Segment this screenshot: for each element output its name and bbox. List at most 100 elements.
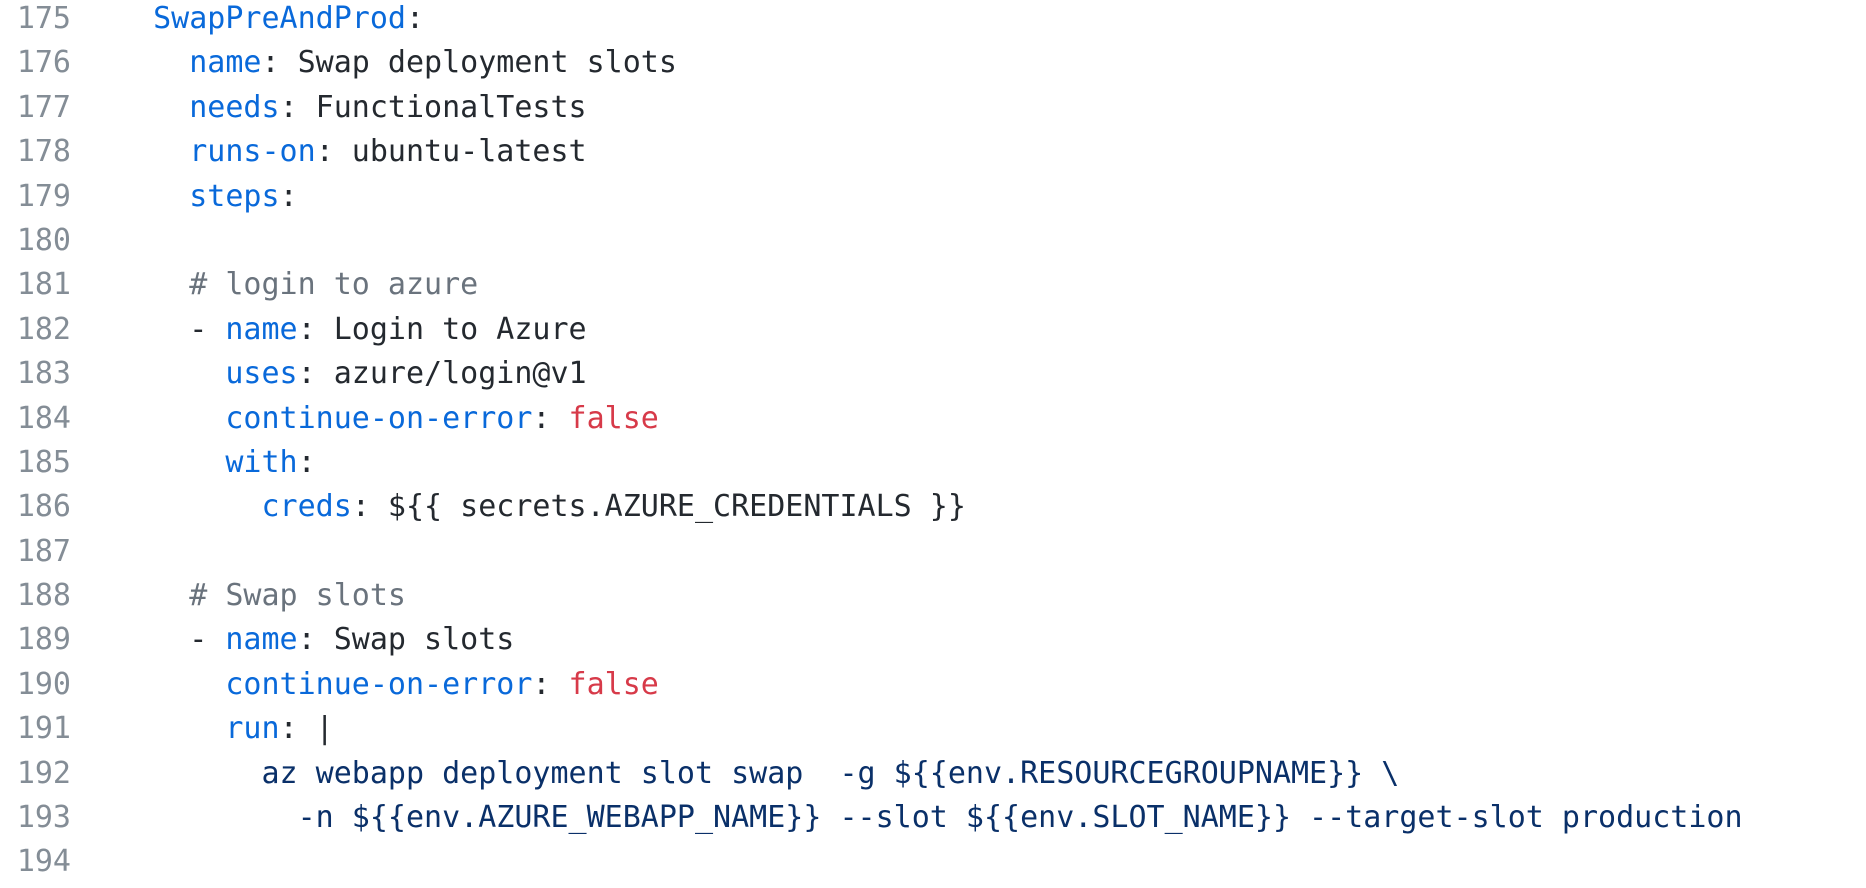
code-text: run: | [71, 707, 334, 751]
line-number[interactable]: 194 [16, 844, 71, 880]
code-line: 179 steps: [0, 175, 1866, 219]
token-plain: : FunctionalTests [279, 89, 587, 125]
code-line: 183 uses: azure/login@v1 [0, 352, 1866, 396]
code-text: SwapPreAndProd: [71, 0, 424, 41]
code-text [71, 219, 117, 263]
code-text: name: Swap deployment slots [71, 41, 677, 85]
line-number[interactable]: 189 [16, 622, 71, 658]
token-key: continue-on-error [225, 666, 533, 702]
token-plain: : azure/login@v1 [297, 356, 587, 392]
line-number[interactable]: 175 [16, 1, 71, 36]
line-number[interactable]: 193 [16, 800, 71, 836]
token-plain: : Swap deployment slots [261, 45, 677, 81]
token-plain [117, 667, 225, 702]
token-plain [117, 45, 189, 80]
line-number[interactable]: 179 [16, 178, 71, 214]
code-text: - name: Swap slots [71, 618, 514, 662]
token-key: creds [261, 489, 352, 525]
code-text: steps: [71, 175, 298, 219]
line-number[interactable]: 177 [16, 89, 71, 125]
token-plain [117, 445, 225, 480]
code-line: 184 continue-on-error: false [0, 397, 1866, 441]
line-number[interactable]: 192 [16, 755, 71, 791]
code-text: - name: Login to Azure [71, 308, 587, 352]
token-plain [117, 179, 189, 214]
code-line: 185 with: [0, 441, 1866, 485]
code-line: 187 [0, 530, 1866, 574]
code-text: continue-on-error: false [71, 663, 658, 707]
line-number[interactable]: 182 [16, 311, 71, 347]
code-line: 181 # login to azure [0, 263, 1866, 307]
token-shell: -n ${{env.AZURE_WEBAPP_NAME}} --slot ${{… [117, 800, 1743, 836]
token-plain: : [532, 400, 569, 436]
code-line: 192 az webapp deployment slot swap -g ${… [0, 752, 1866, 796]
line-number[interactable]: 186 [16, 489, 71, 525]
line-number[interactable]: 184 [16, 400, 71, 436]
code-line: 191 run: | [0, 707, 1866, 751]
token-plain: : Swap slots [297, 622, 515, 658]
token-plain [117, 711, 225, 746]
code-line: 180 [0, 219, 1866, 263]
token-plain: : Login to Azure [297, 311, 587, 347]
token-key: steps [189, 178, 280, 214]
token-key: run [225, 711, 280, 747]
token-key: name [225, 622, 298, 658]
line-number[interactable]: 190 [16, 666, 71, 702]
code-line: 175 SwapPreAndProd: [0, 0, 1866, 41]
line-number[interactable]: 188 [16, 578, 71, 614]
token-bool: false [568, 400, 659, 436]
token-plain [117, 1, 153, 36]
token-plain [117, 401, 225, 436]
token-key: name [225, 311, 298, 347]
line-number[interactable]: 180 [16, 222, 71, 258]
line-number[interactable]: 191 [16, 711, 71, 747]
token-key: needs [189, 89, 280, 125]
token-plain: : ${{ secrets.AZURE_CREDENTIALS }} [351, 489, 966, 525]
token-shell: az webapp deployment slot swap -g ${{env… [117, 755, 1400, 791]
code-text: runs-on: ubuntu-latest [71, 130, 587, 174]
token-plain: : | [279, 711, 334, 747]
line-number[interactable]: 183 [16, 356, 71, 392]
code-line: 177 needs: FunctionalTests [0, 86, 1866, 130]
token-key: with [225, 444, 298, 480]
code-line: 176 name: Swap deployment slots [0, 41, 1866, 85]
code-text: az webapp deployment slot swap -g ${{env… [71, 752, 1399, 796]
token-plain [117, 356, 225, 391]
code-line: 186 creds: ${{ secrets.AZURE_CREDENTIALS… [0, 485, 1866, 529]
code-text: with: [71, 441, 316, 485]
code-line: 193 -n ${{env.AZURE_WEBAPP_NAME}} --slot… [0, 796, 1866, 840]
line-number[interactable]: 185 [16, 444, 71, 480]
code-text: needs: FunctionalTests [71, 86, 587, 130]
line-number[interactable]: 176 [16, 45, 71, 81]
token-plain: : [279, 178, 298, 214]
token-key: SwapPreAndProd [153, 1, 406, 36]
token-plain [117, 90, 189, 125]
line-number[interactable]: 187 [16, 533, 71, 569]
code-line: 188 # Swap slots [0, 574, 1866, 618]
token-plain: - [117, 622, 226, 658]
code-text: creds: ${{ secrets.AZURE_CREDENTIALS }} [71, 485, 966, 529]
token-key: name [189, 45, 262, 81]
line-number[interactable]: 178 [16, 134, 71, 170]
line-number[interactable]: 181 [16, 267, 71, 303]
token-comment: # login to azure [117, 267, 479, 303]
code-line: 194 [0, 840, 1866, 884]
code-line: 178 runs-on: ubuntu-latest [0, 130, 1866, 174]
token-key: uses [225, 356, 298, 392]
token-comment: # Swap slots [117, 578, 406, 614]
code-text [71, 530, 117, 574]
token-plain: : [532, 666, 569, 702]
code-text: uses: azure/login@v1 [71, 352, 587, 396]
token-plain [117, 489, 262, 524]
code-text: continue-on-error: false [71, 397, 659, 441]
code-text: # login to azure [71, 263, 478, 307]
code-line: 189 - name: Swap slots [0, 618, 1866, 662]
token-plain: : [297, 444, 316, 480]
token-key: continue-on-error [225, 400, 533, 436]
token-plain: - [117, 311, 226, 347]
code-text: # Swap slots [71, 574, 406, 618]
code-line: 182 - name: Login to Azure [0, 308, 1866, 352]
token-plain: : ubuntu-latest [315, 134, 587, 170]
